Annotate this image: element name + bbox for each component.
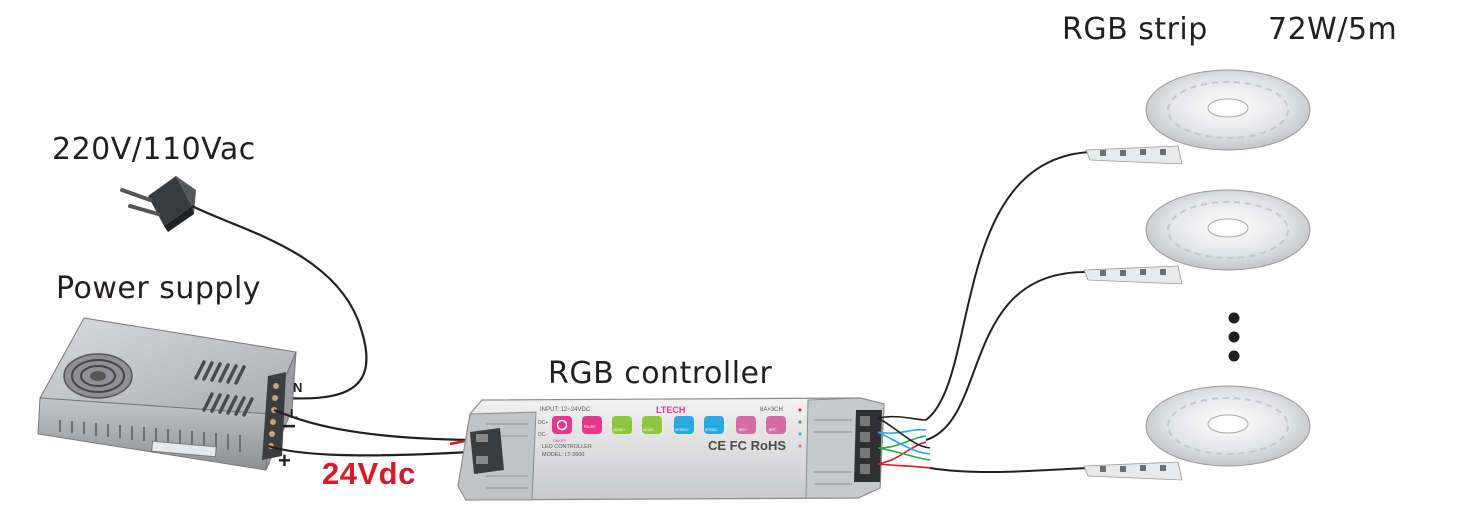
control-buttons: PAUSE MODE+ MODE- SPEED+ SPEED- BRT+ BRT… [552,416,786,443]
power-icon [556,419,568,431]
rgb-controller-label: RGB controller [548,356,773,391]
power-supply-label: Power supply [56,271,262,306]
brt-plus-button-label: BRT+ [739,428,748,432]
mode-minus-button-label: MODE- [643,428,656,432]
strip-rating-label: 72W/5m [1268,12,1398,47]
controller-product-name: LED CONTROLLER [542,444,592,450]
mode-plus-button-label: MODE+ [613,428,626,432]
controller-brand-logo: LTECH [656,405,685,415]
ac-cable [191,205,368,400]
dc-wire-negative [273,408,471,442]
rgb-controller: INPUT: 12~24VDC LTECH 8A×3CH DC+ DC- LED… [457,397,885,501]
brt-plus-button[interactable] [736,416,756,434]
brt-minus-button-label: BRT- [769,428,778,432]
rgb-strip-label: RGB strip [1062,12,1208,47]
mode-plus-button[interactable] [612,416,632,434]
dc-voltage-label: 24Vdc [322,456,416,491]
ellipsis-dots-icon [1228,312,1240,362]
rgb-strip-reel-2 [1083,189,1311,285]
strip-1-cable [925,151,1091,421]
mode-minus-button[interactable] [642,416,662,434]
terminal-minus-label: − [282,413,296,440]
channel-leds [798,408,802,448]
brt-minus-button[interactable] [766,416,786,434]
onoff-button[interactable] [552,416,572,434]
pause-button-label: PAUSE [584,425,596,429]
rgb-strip-reel-3 [1083,385,1311,481]
speed-minus-button-label: SPEED- [705,428,719,432]
terminal-plus-label: + [278,448,291,473]
rgb-strip-reel-1 [1085,69,1311,165]
ac-input-label: 220V/110Vac [52,132,256,167]
rgb-output-wires [877,415,931,469]
ac-plug [120,176,196,232]
controller-input-spec: INPUT: 12~24VDC [540,407,591,413]
onoff-button-label: ON/OFF [553,439,566,443]
terminal-n-label: N [293,380,302,395]
speed-plus-button-label: SPEED+ [675,428,689,432]
pause-button[interactable] [582,416,602,434]
dc-wire-positive [267,444,471,457]
controller-model: MODEL: LT-3600 [542,452,584,458]
certification-marks: CE FC RoHS [708,438,786,453]
power-supply: N L − + [37,317,302,473]
dc-minus-label: DC- [538,432,547,438]
terminal-l-label: L [290,406,298,421]
dc-plus-label: DC+ [538,420,548,426]
speed-plus-button[interactable] [674,416,694,434]
strip-2-cable [925,270,1089,441]
fan-grille-icon [63,353,133,399]
controller-channel-spec: 8A×3CH [760,407,783,413]
speed-minus-button[interactable] [704,416,724,434]
strip-3-cable [929,467,1089,474]
